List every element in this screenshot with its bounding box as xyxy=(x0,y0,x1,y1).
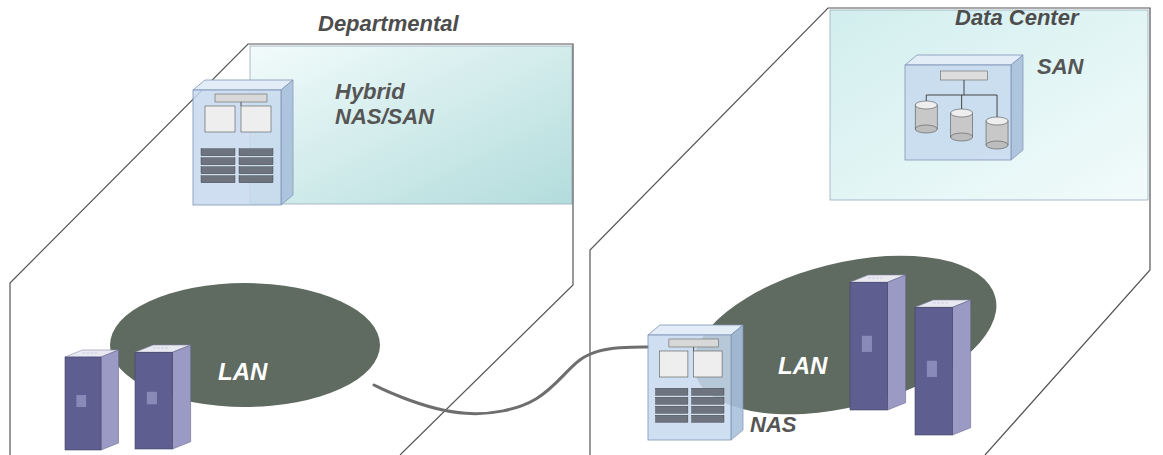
room-heading: Departmental xyxy=(318,12,459,37)
network-label: LAN xyxy=(778,353,827,380)
server-tower xyxy=(850,275,906,410)
device-label: Hybrid NAS/SAN xyxy=(335,80,453,129)
room-heading: Data Center xyxy=(955,6,1078,31)
network-label: LAN xyxy=(218,359,267,386)
device-label: SAN xyxy=(1037,55,1083,80)
storage-device-shape xyxy=(193,80,458,210)
room-outline xyxy=(10,8,1150,455)
server-tower xyxy=(915,300,971,435)
room-region: Data CenterLAN NAS SAN xyxy=(590,0,1163,455)
lan-ellipse: LAN xyxy=(110,283,380,407)
san-device-icon xyxy=(905,55,1023,160)
device-label: NAS xyxy=(750,413,796,438)
nas-device-icon xyxy=(193,80,293,205)
storage-device: Hybrid NAS/SAN xyxy=(193,80,458,210)
nas-device-icon xyxy=(648,325,743,440)
server-tower xyxy=(135,345,191,449)
network-cable xyxy=(374,347,648,414)
storage-device: SAN xyxy=(905,55,1105,165)
room-region: DepartmentalLAN Hybrid NAS/SAN xyxy=(0,0,590,455)
lan-ellipse-shape xyxy=(110,283,380,407)
server-tower xyxy=(65,350,119,450)
storage-device: NAS xyxy=(648,325,800,445)
